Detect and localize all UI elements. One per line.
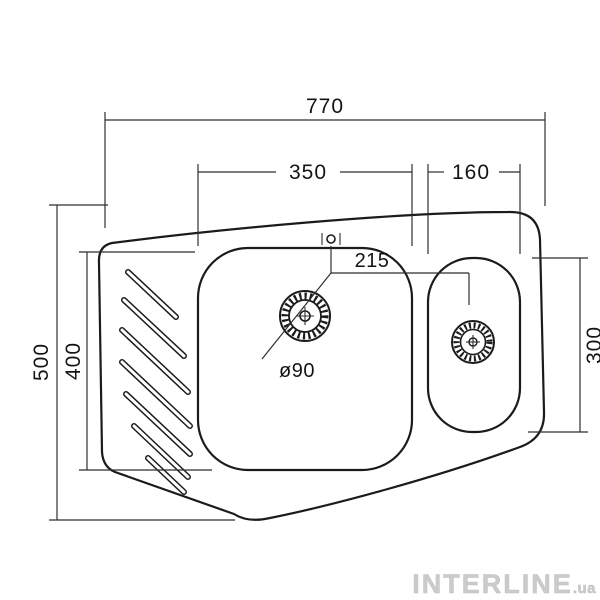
- drainboard-ridge: [119, 359, 193, 429]
- dim-overall-width: 770: [104, 95, 546, 228]
- faucet-hole-marker: [321, 233, 341, 245]
- drainboard-ridges: [119, 269, 193, 495]
- sink-outline: [97, 210, 546, 521]
- drain-diameter-callout: ø90: [279, 360, 315, 382]
- drainboard-ridge: [131, 423, 191, 480]
- dim-drain-distance-label: 215: [355, 250, 390, 272]
- main-drain: [279, 290, 331, 342]
- dim-overall-width-label: 770: [306, 95, 344, 118]
- small-bowl-edge: [426, 256, 522, 434]
- small-bowl: [426, 256, 522, 434]
- dim-small-bowl-width-label: 160: [452, 161, 490, 184]
- drainboard-ridge: [119, 327, 191, 395]
- watermark: INTERLINE.ua: [412, 569, 596, 600]
- dim-main-bowl-depth-label: 400: [62, 342, 85, 380]
- sink-outer-edge: [97, 210, 546, 521]
- drainboard-ridge: [125, 269, 179, 320]
- small-drain: [451, 320, 495, 364]
- main-bowl: [196, 246, 414, 472]
- dim-small-bowl-depth: 300: [528, 257, 600, 433]
- main-bowl-edge: [196, 246, 414, 472]
- dim-overall-depth-label: 500: [30, 343, 53, 381]
- drainboard-ridge: [121, 297, 187, 359]
- main-drain-flange: [279, 290, 331, 342]
- dim-small-bowl-depth-label: 300: [583, 326, 600, 364]
- drain-diameter-label: ø90: [279, 360, 315, 382]
- small-drain-flange: [451, 320, 495, 364]
- svg-text:INTERLINE.ua: INTERLINE.ua: [412, 569, 596, 599]
- dim-main-bowl-width: 350: [197, 161, 413, 246]
- drainboard-ridge: [123, 391, 193, 457]
- dim-overall-depth: 500: [30, 204, 235, 521]
- dim-drain-distance: 215: [261, 246, 470, 360]
- watermark-brand: INTERLINE: [412, 569, 573, 599]
- dim-main-bowl-depth: 400: [62, 251, 212, 471]
- drainboard-ridge: [145, 455, 187, 495]
- dim-small-bowl-width: 160: [427, 161, 521, 254]
- watermark-suffix: .ua: [573, 580, 596, 597]
- dim-main-bowl-width-label: 350: [289, 161, 327, 184]
